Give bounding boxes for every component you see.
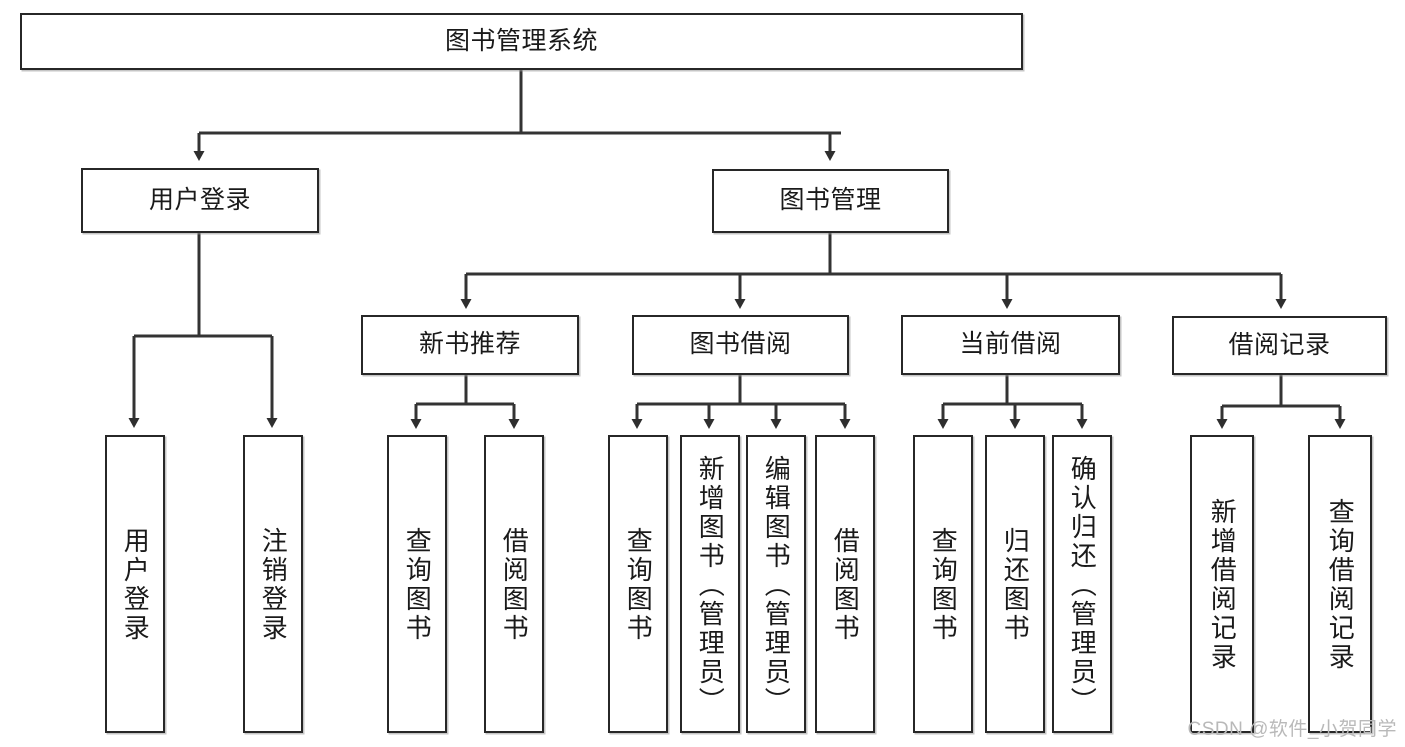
node-leaf-query-record-label: 查询借阅记录 — [1325, 498, 1356, 672]
node-leaf-query-book-3-label: 查询图书 — [928, 527, 959, 643]
node-leaf-edit-book[interactable]: 编辑图书（管理员） — [746, 435, 806, 733]
node-leaf-logout-label: 注销登录 — [258, 527, 289, 643]
node-leaf-add-record[interactable]: 新增借阅记录 — [1190, 435, 1254, 733]
node-root[interactable]: 图书管理系统 — [20, 13, 1023, 70]
node-new-book-rec-label: 新书推荐 — [418, 330, 521, 359]
node-leaf-borrow-book-1-label: 借阅图书 — [499, 527, 530, 643]
node-leaf-query-book-1-label: 查询图书 — [402, 527, 433, 643]
node-current-borrow-label: 当前借阅 — [959, 330, 1062, 359]
node-leaf-add-record-label: 新增借阅记录 — [1207, 498, 1238, 672]
node-leaf-query-record[interactable]: 查询借阅记录 — [1308, 435, 1372, 733]
node-leaf-query-book-2[interactable]: 查询图书 — [608, 435, 668, 733]
node-borrow-record-label: 借阅记录 — [1228, 330, 1331, 359]
node-leaf-add-book-label: 新增图书（管理员） — [695, 454, 726, 716]
node-book-borrow[interactable]: 图书借阅 — [632, 315, 849, 375]
node-leaf-confirm-return-label: 确认归还（管理员） — [1067, 454, 1098, 716]
node-leaf-logout[interactable]: 注销登录 — [243, 435, 303, 733]
node-leaf-query-book-2-label: 查询图书 — [623, 527, 654, 643]
node-user-login-label: 用户登录 — [148, 185, 251, 214]
node-leaf-confirm-return[interactable]: 确认归还（管理员） — [1052, 435, 1112, 733]
node-leaf-return-book[interactable]: 归还图书 — [985, 435, 1045, 733]
node-current-borrow[interactable]: 当前借阅 — [901, 315, 1120, 375]
node-leaf-borrow-book-1[interactable]: 借阅图书 — [484, 435, 544, 733]
node-leaf-user-login[interactable]: 用户登录 — [105, 435, 165, 733]
node-book-manage-label: 图书管理 — [779, 186, 882, 215]
node-new-book-rec[interactable]: 新书推荐 — [361, 315, 579, 375]
node-leaf-add-book[interactable]: 新增图书（管理员） — [680, 435, 740, 733]
node-user-login[interactable]: 用户登录 — [81, 168, 319, 233]
node-leaf-borrow-book-2-label: 借阅图书 — [830, 527, 861, 643]
node-leaf-borrow-book-2[interactable]: 借阅图书 — [815, 435, 875, 733]
node-leaf-query-book-1[interactable]: 查询图书 — [387, 435, 447, 733]
watermark: CSDN @软件_小贺同学 — [1187, 719, 1397, 740]
node-leaf-return-book-label: 归还图书 — [1000, 527, 1031, 643]
node-book-manage[interactable]: 图书管理 — [712, 169, 949, 233]
node-leaf-query-book-3[interactable]: 查询图书 — [913, 435, 973, 733]
node-book-borrow-label: 图书借阅 — [689, 330, 792, 359]
node-borrow-record[interactable]: 借阅记录 — [1172, 316, 1387, 375]
node-leaf-user-login-label: 用户登录 — [120, 527, 151, 643]
node-root-label: 图书管理系统 — [444, 26, 598, 55]
node-leaf-edit-book-label: 编辑图书（管理员） — [761, 454, 792, 716]
